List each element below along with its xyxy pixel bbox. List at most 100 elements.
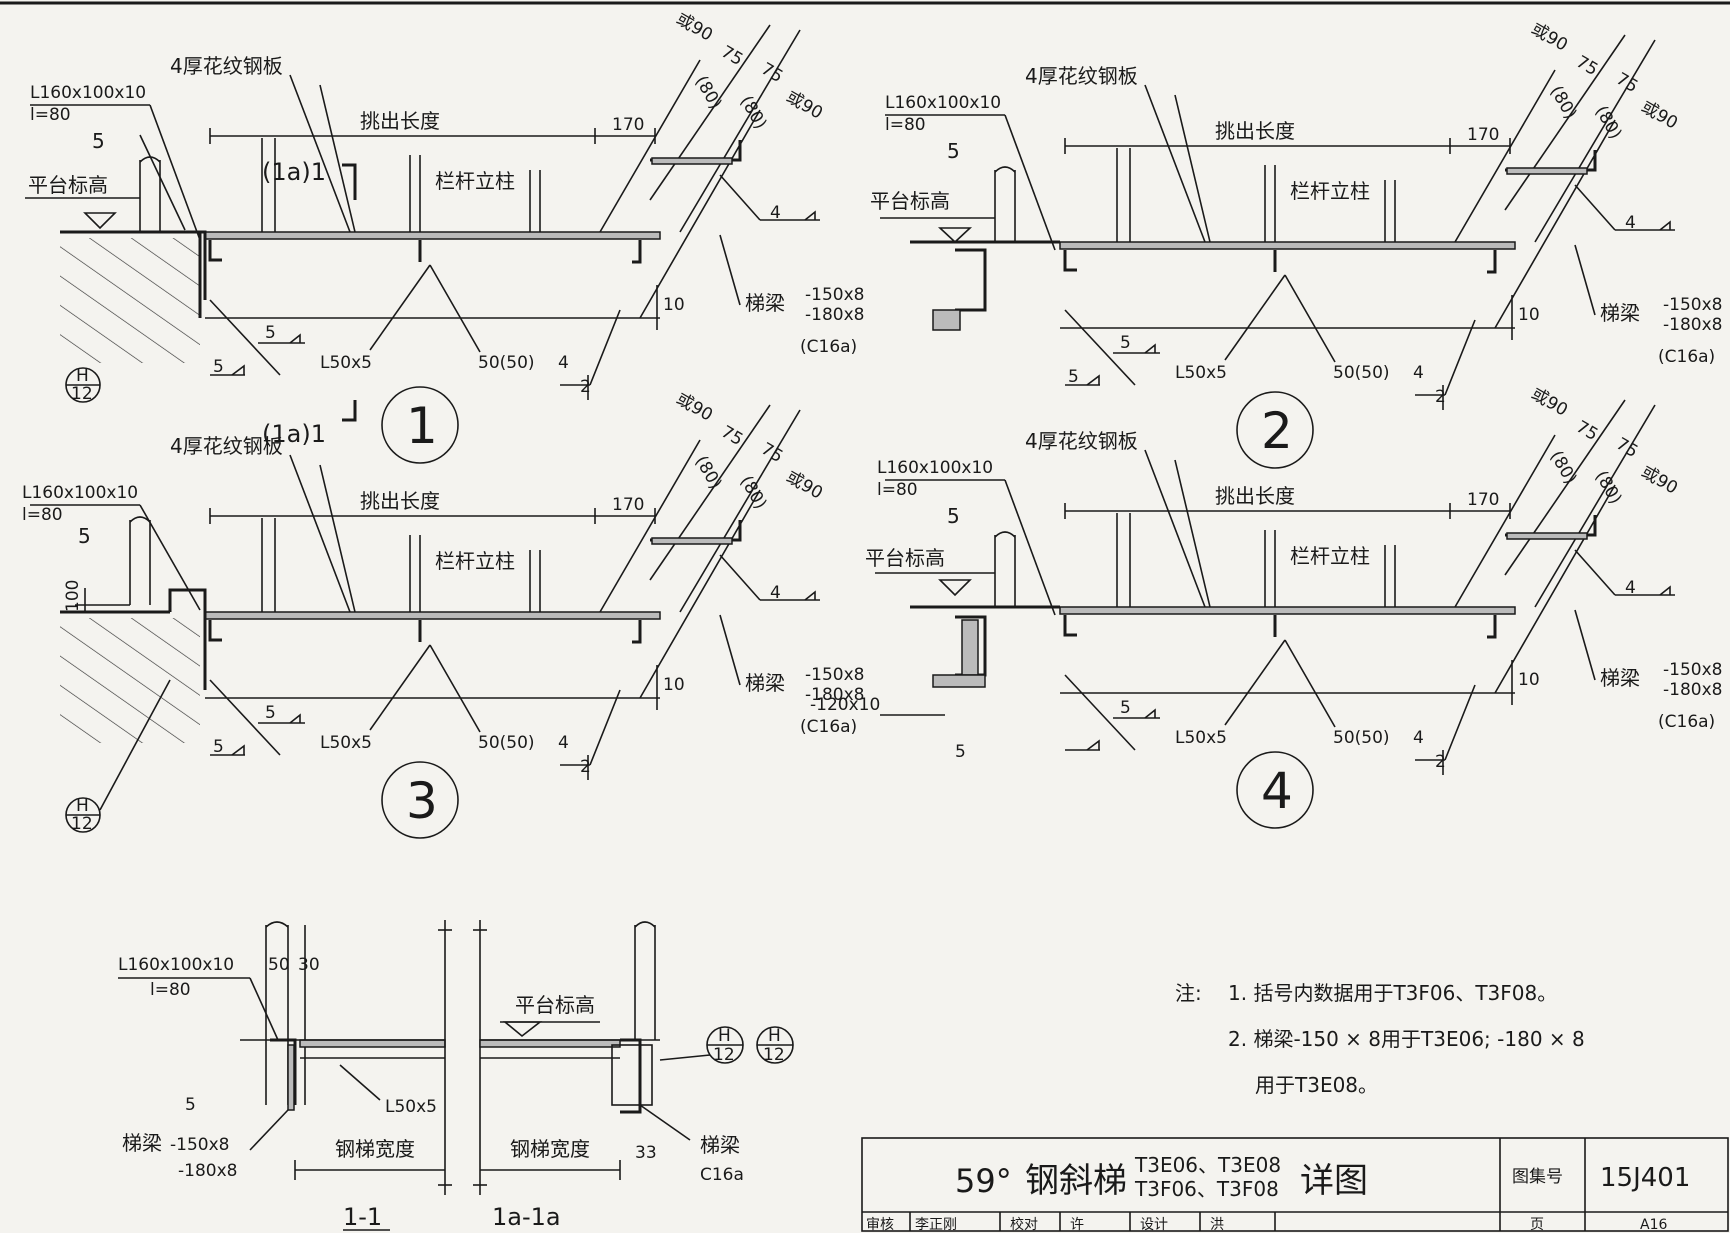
beam-label: 梯梁: [745, 291, 785, 315]
detail-number-circle: [1236, 751, 1314, 829]
stiffener-label: L50x5: [1175, 728, 1227, 748]
dim-90a: 或90: [1528, 384, 1571, 421]
projection-length-label: 挑出长度: [360, 109, 440, 133]
section-11-title: 1-1: [343, 1203, 382, 1231]
angle-label: L160x100x10: [877, 458, 993, 478]
weld-5-label-a: 5: [1120, 698, 1131, 718]
dim-75b: 75: [1613, 434, 1642, 462]
weld-5-label-b: 5: [213, 357, 224, 377]
dim-80b: (80): [736, 93, 771, 133]
projection-length-label: 挑出长度: [360, 489, 440, 513]
section-ref-a-top: H: [718, 1026, 731, 1046]
soil-hatch: [60, 238, 200, 363]
dim-80a: (80): [1546, 448, 1581, 488]
weld-50-size: 4: [1413, 728, 1424, 748]
section-angle-label: L160x100x10: [118, 955, 234, 975]
dim-10: 10: [663, 675, 685, 695]
platform-level-label: 平台标高: [870, 189, 950, 213]
post-label: 栏杆立柱: [435, 549, 515, 573]
section-beam-label-right: 梯梁: [700, 1133, 740, 1157]
detail-ref-top: H: [76, 366, 89, 386]
stiffener-label: L50x5: [320, 733, 372, 753]
dim-10: 10: [1518, 670, 1540, 690]
beam-label: 梯梁: [1600, 666, 1640, 690]
dim-80b: (80): [1591, 103, 1626, 143]
dim-75b: 75: [758, 439, 787, 467]
beam-150-label: -150x8: [1663, 660, 1722, 680]
detail-3: 4厚花纹钢板 L160x100x10 l=80 5 100 挑出长度 170 栏…: [22, 389, 864, 839]
weld-4-label: 4: [1625, 213, 1636, 233]
beam-150-label: -150x8: [805, 285, 864, 305]
detail-ref-bottom: 12: [71, 384, 93, 404]
soil-hatch: [60, 618, 200, 743]
dim-80a: (80): [1546, 83, 1581, 123]
weld-4-label: 4: [770, 583, 781, 603]
title-suffix: 详图: [1300, 1161, 1368, 1201]
beam-c16-label: (C16a): [800, 717, 857, 737]
angle-label: L160x100x10: [22, 483, 138, 503]
dim-90a: 或90: [673, 389, 716, 426]
notes-prefix: 注:: [1175, 981, 1202, 1005]
section-dim-33: 33: [635, 1143, 657, 1163]
beam-c16-label: (C16a): [1658, 347, 1715, 367]
detail-ref-top: H: [76, 796, 89, 816]
dim-170: 170: [1467, 125, 1499, 145]
note-2b: 用于T3E08。: [1255, 1073, 1378, 1097]
dim-170: 170: [1467, 490, 1499, 510]
dim-90b: 或90: [783, 467, 826, 504]
weld-5-label-b: 5: [955, 742, 966, 762]
weld-5-label-b: 5: [1068, 367, 1079, 387]
weld-50-label: 50(50): [1333, 728, 1390, 748]
dim-170: 170: [612, 115, 644, 135]
section-mark-bottom: [342, 400, 357, 422]
beam-c16-label: (C16a): [1658, 712, 1715, 732]
dim-90b: 或90: [783, 87, 826, 124]
check-label: 校对: [1010, 1216, 1038, 1233]
weld-5-label-a: 5: [1120, 333, 1131, 353]
post-label: 栏杆立柱: [1290, 544, 1370, 568]
title-angle: 59°: [955, 1162, 1012, 1200]
detail-number: 2: [1261, 402, 1293, 460]
detail-2: 4厚花纹钢板 L160x100x10 l=80 5 平台标高 挑出长度 170 …: [870, 19, 1722, 469]
dim-170: 170: [612, 495, 644, 515]
dim-80a: (80): [691, 453, 726, 493]
title-name: 钢斜梯: [1025, 1161, 1127, 1201]
weld-5-label-a: 5: [265, 703, 276, 723]
beam-label: 梯梁: [1600, 301, 1640, 325]
checker-plate-label: 4厚花纹钢板: [1025, 64, 1138, 88]
section-ref-b-top: H: [768, 1026, 781, 1046]
checker-plate-label: 4厚花纹钢板: [1025, 429, 1138, 453]
weld-2-label: 2: [580, 377, 591, 397]
stiffener-label: L50x5: [1175, 363, 1227, 383]
reviewer: 李正刚: [915, 1217, 957, 1233]
detail-number-circle: [381, 761, 459, 839]
platform-level-label: 平台标高: [865, 546, 945, 570]
weld-size-label: 5: [947, 139, 960, 163]
checker: 许: [1070, 1217, 1084, 1233]
dim-75b: 75: [1613, 69, 1642, 97]
section-beam-c16: C16a: [700, 1165, 744, 1185]
weld-size-label: 5: [947, 504, 960, 528]
weld-4-label: 4: [1625, 578, 1636, 598]
beam-150-label: -150x8: [1663, 295, 1722, 315]
beam-150-label: -150x8: [805, 665, 864, 685]
title-codes-1: T3E06、T3E08: [1134, 1153, 1281, 1177]
dim-90a: 或90: [673, 9, 716, 46]
beam-c16-label: (C16a): [800, 337, 857, 357]
beam-180-label: -180x8: [1663, 315, 1722, 335]
weld-2-label: 2: [580, 757, 591, 777]
atlas-label: 图集号: [1512, 1167, 1563, 1187]
stiffener-label: L50x5: [320, 353, 372, 373]
weld-50-size: 4: [1413, 363, 1424, 383]
projection-length-label: 挑出长度: [1215, 484, 1295, 508]
weld-50-label: 50(50): [478, 353, 535, 373]
dim-10: 10: [663, 295, 685, 315]
section-beam-150: -150x8: [170, 1135, 229, 1155]
detail-1: 4厚花纹钢板 L160x100x10 l=80 5 平台标高 挑出长度 170 …: [25, 9, 864, 464]
title-codes-2: T3F06、T3F08: [1134, 1177, 1279, 1201]
weld-4-label: 4: [770, 203, 781, 223]
dim-90a: 或90: [1528, 19, 1571, 56]
beam-label: 梯梁: [745, 671, 785, 695]
weld-2-label: 2: [1435, 752, 1446, 772]
